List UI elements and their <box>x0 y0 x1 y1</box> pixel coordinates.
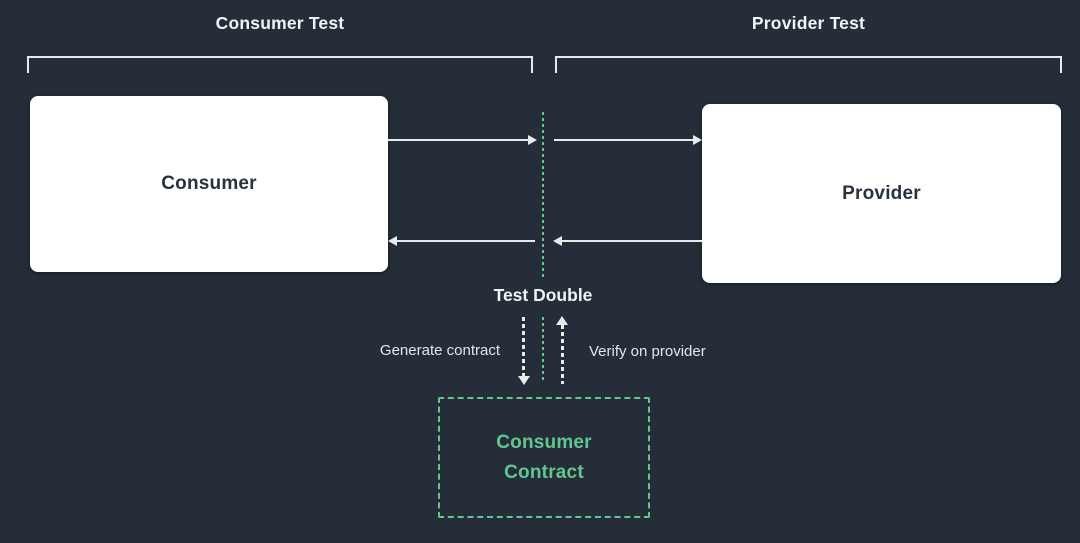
consumer-contract-node: Consumer Contract <box>438 397 650 518</box>
provider-node: Provider <box>702 104 1061 283</box>
arrow-response-to-consumer-head <box>388 236 397 246</box>
test-double-label: Test Double <box>493 285 593 305</box>
arrow-provider-response-line <box>561 240 702 242</box>
provider-test-title: Provider Test <box>751 13 866 33</box>
test-double-boundary-line <box>542 112 544 277</box>
consumer-contract-label-line2: Contract <box>504 461 584 483</box>
arrow-provider-response-head <box>553 236 562 246</box>
verify-on-provider-label: Verify on provider <box>589 343 706 360</box>
provider-node-label: Provider <box>842 182 921 204</box>
arrow-generate-contract-line <box>522 317 525 377</box>
consumer-test-bracket <box>27 56 533 73</box>
arrow-request-to-provider-head <box>693 135 702 145</box>
arrow-generate-contract-head <box>518 376 530 385</box>
arrow-consumer-request-line <box>388 139 529 141</box>
arrow-verify-on-provider-head <box>556 316 568 325</box>
arrow-verify-on-provider-line <box>561 325 564 384</box>
arrow-request-to-provider-line <box>554 139 694 141</box>
consumer-node-label: Consumer <box>161 173 257 194</box>
generate-contract-label: Generate contract <box>379 342 500 359</box>
arrow-response-to-consumer-line <box>396 240 535 242</box>
consumer-test-title: Consumer Test <box>215 13 345 33</box>
test-double-link-line <box>542 317 544 383</box>
arrow-consumer-request-head <box>528 135 537 145</box>
provider-test-bracket <box>555 56 1062 73</box>
consumer-node: Consumer <box>30 96 388 272</box>
consumer-contract-label-line1: Consumer <box>496 431 592 453</box>
